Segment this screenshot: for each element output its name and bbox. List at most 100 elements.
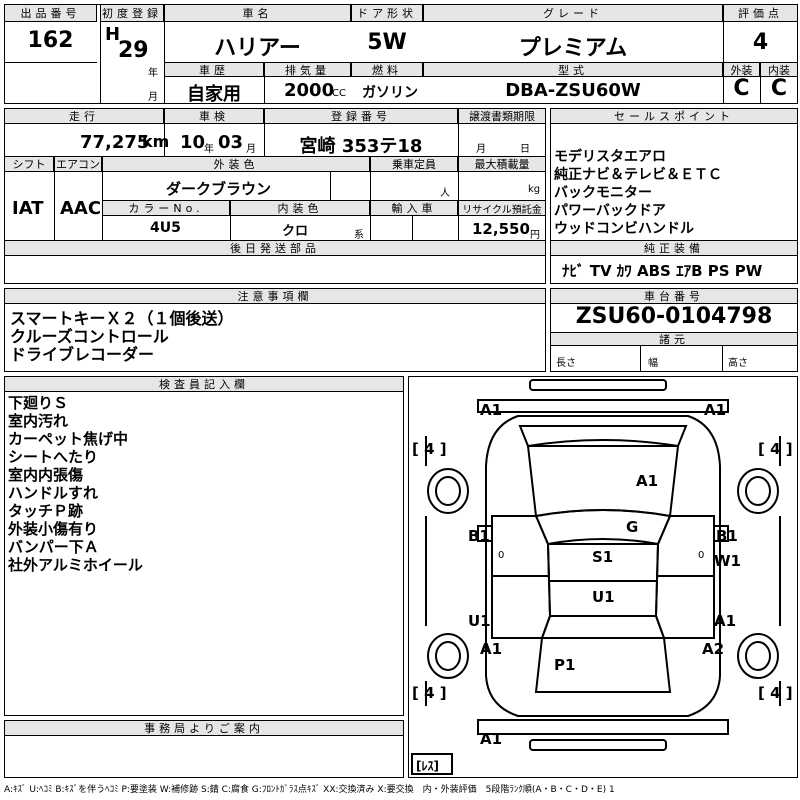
exterior-grade: C	[733, 76, 750, 101]
shift: IAT	[12, 198, 44, 219]
list-item: 外装小傷有り	[8, 520, 99, 538]
exterior-label: 外装	[723, 62, 760, 77]
mark-front-bumper-left: A1	[480, 401, 503, 419]
cc-unit: CC	[332, 88, 346, 99]
mark-roof: S1	[592, 548, 614, 566]
list-item: バックモニター	[554, 185, 652, 201]
list-item: ハンドルすれ	[8, 484, 99, 502]
fuel: ガソリン	[362, 85, 418, 101]
color-label: 外装色	[102, 156, 370, 172]
mark-right-front-fender: B1	[716, 527, 738, 545]
displacement-label: 排気量	[264, 62, 351, 77]
color: ダークブラウン	[166, 180, 272, 198]
ac-label: エアコン	[54, 156, 102, 172]
mark-hood: A1	[636, 472, 659, 490]
plate: 宮崎 353テ18	[299, 136, 423, 157]
list-item: バンパー下Ａ	[8, 538, 99, 556]
later-label: 後日発送部品	[4, 240, 546, 256]
grade: プレミアム	[518, 36, 628, 61]
door: 5W	[367, 30, 407, 55]
tire-fr: [ 4 ]	[758, 440, 793, 458]
spec-length: 長さ	[556, 358, 576, 369]
mark-left-tick: 0	[498, 550, 505, 561]
chassis-label: 車台番号	[550, 288, 798, 304]
list-item: パワーバックドア	[554, 203, 666, 219]
tire-rl: [ 4 ]	[412, 684, 447, 702]
inspector-label: 検査員記入欄	[4, 376, 404, 392]
shift-label: シフト	[4, 156, 54, 172]
list-item: 純正ナビ＆テレビ＆ＥＴＣ	[554, 167, 722, 183]
load-label: 最大積載量	[458, 156, 546, 172]
mark-right-front-door: W1	[714, 552, 741, 570]
list-item: クルーズコントロール	[10, 327, 169, 346]
yen-unit: 円	[530, 230, 540, 241]
insp-year: 10	[180, 132, 206, 153]
car-name-label: 車名	[164, 4, 351, 22]
lot-no: 162	[27, 28, 74, 53]
list-item: タッチＰ跡	[8, 502, 84, 520]
reg-year: 29	[118, 38, 149, 63]
inspector-list: 下廻りＳ 室内汚れ カーペット焦げ中 シートへたり 室内内張傷 ハンドルすれ タ…	[8, 394, 143, 574]
mark-left-rear-quarter: A1	[480, 640, 503, 658]
inspection-label: 車検	[164, 108, 264, 124]
list-item: ドライブレコーダー	[10, 345, 155, 364]
lot-no-label: 出品番号	[4, 4, 97, 22]
list-item: スマートキーＸ２（１個後送）	[10, 309, 234, 328]
displacement: 2000	[284, 80, 335, 101]
recycle: 12,550	[472, 220, 530, 238]
int-color-suffix: 系	[354, 230, 364, 241]
mileage: 77,275	[80, 132, 150, 153]
equip: ﾅﾋﾞ TV ｶﾜ ABS ｴｱB PS PW	[562, 262, 763, 280]
int-color: クロ	[282, 224, 309, 239]
car-name: ハリアー	[214, 36, 301, 61]
mark-roof-rear: U1	[592, 588, 615, 606]
office-label: 事務局よりご案内	[4, 720, 404, 736]
list-item: 社外アルミホイール	[8, 556, 143, 574]
km-unit: km	[142, 132, 170, 151]
diagram-block	[408, 376, 798, 778]
transfer-label: 譲渡書類期限	[458, 108, 546, 124]
fuel-label: 燃料	[351, 62, 423, 77]
score-label: 評価点	[723, 4, 798, 22]
insp-month-unit: 月	[246, 144, 256, 155]
list-item: モデリスタエアロ	[554, 149, 666, 165]
grade-label: グレード	[423, 4, 723, 22]
spec-label: 諸元	[550, 332, 798, 346]
interior-grade: C	[770, 76, 788, 101]
list-item: 室内汚れ	[8, 412, 69, 430]
car-diagram	[411, 379, 781, 775]
mark-left-front-fender: B1	[468, 527, 490, 545]
mileage-label: 走行	[4, 108, 164, 124]
notes-list: スマートキーＸ２（１個後送） クルーズコントロール ドライブレコーダー	[10, 310, 234, 364]
era: H	[105, 24, 121, 45]
history: 自家用	[187, 84, 241, 105]
score: 4	[752, 30, 769, 55]
transfer-day: 日	[520, 144, 530, 155]
model: DBA-ZSU60W	[505, 80, 641, 101]
history-label: 車歴	[164, 62, 264, 77]
capacity-label: 乗車定員	[370, 156, 458, 172]
tire-rr: [ 4 ]	[758, 684, 793, 702]
plate-label: 登録番号	[264, 108, 458, 124]
mark-back-door: P1	[554, 656, 576, 674]
tire-fl: [ 4 ]	[412, 440, 447, 458]
mark-rear-bumper: A1	[480, 730, 503, 748]
mark-right-rear-door: A1	[714, 612, 737, 630]
chassis-number: ZSU60-0104798	[575, 304, 773, 329]
mark-front-bumper-right: A1	[704, 401, 727, 419]
sales-list: モデリスタエアロ 純正ナビ＆テレビ＆ＥＴＣ バックモニター パワーバックドア ウ…	[554, 148, 722, 238]
color-no: 4U5	[150, 220, 181, 236]
recycle-label: リサイクル預託金	[458, 200, 546, 216]
list-item: 室内内張傷	[8, 466, 84, 484]
legend: A:ｷｽﾞ U:ﾍｺﾐ B:ｷｽﾞを伴うﾍｺﾐ P:要塗装 W:補修跡 S:錆 …	[4, 785, 615, 795]
interior-label: 内装	[760, 62, 798, 77]
spec-height: 高さ	[728, 358, 748, 369]
mark-windshield: G	[626, 518, 639, 536]
ac: AAC	[60, 198, 102, 219]
insp-month: 03	[218, 132, 244, 153]
capacity-unit: 人	[440, 188, 450, 199]
list-item: ウッドコンビハンドル	[554, 221, 694, 237]
load-unit: kg	[528, 184, 541, 195]
mark-right-rear-quarter: A2	[702, 640, 725, 658]
month-unit: 月	[148, 92, 158, 103]
